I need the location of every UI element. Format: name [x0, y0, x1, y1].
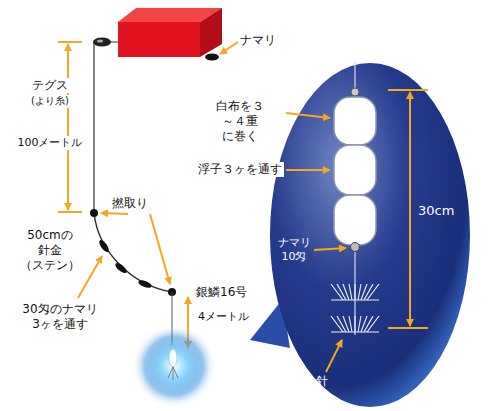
- hook-spike: [337, 284, 346, 300]
- hook-spike: [367, 316, 379, 332]
- hook-spike: [358, 284, 361, 300]
- hook-spike: [354, 284, 355, 300]
- part-label: 50cmの 針金（ステン）: [20, 228, 80, 273]
- leader-line: [101, 213, 128, 214]
- red-sinker-box: [118, 8, 222, 61]
- lead-weights: [98, 239, 153, 290]
- leader-line: [220, 42, 238, 54]
- part-label: 銀鱗16号: [196, 285, 247, 300]
- leader-line: [286, 169, 330, 171]
- lure-hooks: [168, 367, 178, 380]
- leader-line: [314, 248, 346, 250]
- sinker-bead: [351, 243, 360, 252]
- hook-spike: [343, 284, 349, 300]
- part-label: 針: [316, 374, 328, 389]
- leader-line: [286, 113, 330, 118]
- hook-spike: [337, 316, 346, 332]
- dimension-label: 4メートル: [198, 310, 249, 324]
- fishing-line: [94, 42, 118, 210]
- hook-spike: [343, 316, 349, 332]
- hook-spike: [349, 316, 352, 332]
- hook-spike: [354, 316, 355, 332]
- callout-bubble: [250, 63, 470, 407]
- hook-spikes: [331, 284, 379, 332]
- hook-spike: [358, 316, 361, 332]
- swivel: [90, 209, 98, 217]
- lure: [169, 349, 177, 367]
- hook-spike: [367, 284, 379, 300]
- dimension-label: 30cm: [418, 203, 454, 219]
- part-note: (より糸): [29, 95, 71, 108]
- part-label: 撚取り: [112, 196, 148, 211]
- lure-glow: [132, 324, 216, 408]
- part-label: テグス: [30, 78, 70, 93]
- part-label: ナマリ: [240, 33, 276, 48]
- hook-ring: [331, 299, 379, 300]
- hook-spike: [349, 284, 352, 300]
- part-label: 白布を３～４重 に巻く: [216, 99, 264, 144]
- hook-ring: [331, 331, 379, 332]
- leader-line: [150, 214, 170, 284]
- dimension-label: 100メートル: [16, 136, 85, 150]
- dimension-line: [58, 42, 82, 212]
- hook-spike: [361, 284, 367, 300]
- leader-line: [78, 256, 102, 298]
- steel-wire: [94, 213, 172, 292]
- leader-line: [326, 340, 342, 372]
- part-label: ナマリ 10匁: [278, 236, 311, 264]
- wrapped-floats: [334, 97, 376, 245]
- part-label: 浮子３ヶを通す: [196, 162, 284, 177]
- hook-spike: [361, 316, 367, 332]
- part-label: 30匁のナマリ 3ヶを通す: [22, 302, 97, 332]
- float-bead: [93, 38, 111, 47]
